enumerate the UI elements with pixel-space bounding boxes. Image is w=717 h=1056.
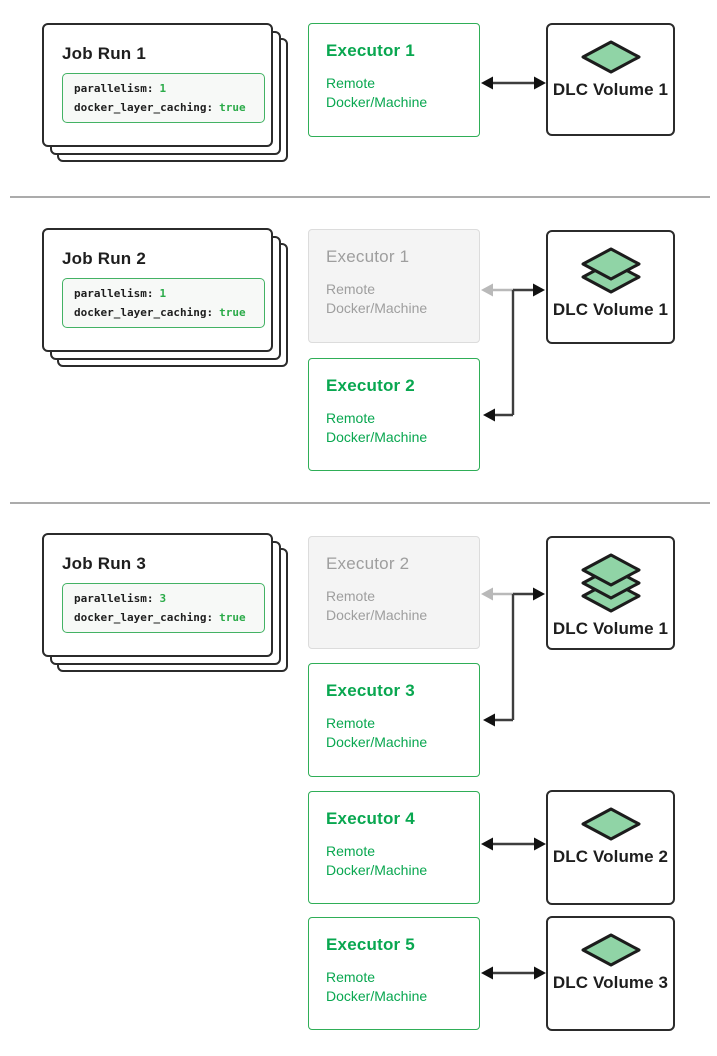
- branch-connector-arrow-icon: [481, 283, 545, 422]
- config-value: 1: [159, 82, 167, 95]
- bidirectional-arrow-icon: [481, 837, 546, 851]
- job-run-card: Job Run 3 parallelism: 3 docker_layer_cac…: [42, 533, 273, 657]
- job-run-card-stack: Job Run 3 parallelism: 3 docker_layer_cac…: [42, 533, 288, 672]
- executor-box-1: Executor 1 Remote Docker/Machine: [308, 23, 480, 137]
- dlc-volume-label: DLC Volume 1: [552, 619, 669, 638]
- executor-title: Executor 4: [326, 809, 415, 828]
- executor-title: Executor 2: [326, 554, 410, 573]
- executor-box-4: Executor 4 Remote Docker/Machine: [308, 791, 480, 904]
- branch-connector-arrow-icon: [481, 587, 545, 727]
- config-key: docker_layer_caching:: [74, 611, 214, 624]
- config-key: parallelism:: [74, 592, 154, 605]
- executor-subtitle-line: Docker/Machine: [326, 734, 428, 750]
- config-value: 3: [159, 592, 167, 605]
- executor-subtitle: Remote Docker/Machine: [326, 74, 465, 112]
- executor-subtitle-line: Remote: [326, 843, 376, 859]
- job-run-card: Job Run 1 parallelism: 1 docker_layer_cac…: [42, 23, 273, 147]
- executor-subtitle: Remote Docker/Machine: [326, 409, 465, 447]
- executor-subtitle: Remote Docker/Machine: [326, 842, 465, 880]
- executor-subtitle-line: Docker/Machine: [326, 607, 428, 623]
- section-divider: [10, 196, 710, 198]
- dlc-volume-box: DLC Volume 1: [546, 230, 675, 344]
- executor-subtitle-line: Remote: [326, 588, 376, 604]
- executor-title: Executor 1: [326, 247, 410, 266]
- config-line: docker_layer_caching: true: [74, 303, 253, 322]
- executor-subtitle-line: Docker/Machine: [326, 429, 428, 445]
- dlc-layers-icon: [580, 39, 642, 75]
- job-run-title: Job Run 2: [62, 249, 146, 268]
- executor-subtitle-line: Remote: [326, 969, 376, 985]
- config-line: docker_layer_caching: true: [74, 98, 253, 117]
- job-run-card: Job Run 2 parallelism: 1 docker_layer_cac…: [42, 228, 273, 352]
- dlc-volume-label: DLC Volume 2: [552, 847, 669, 866]
- dlc-layers-icon: [580, 552, 642, 614]
- executor-box-5: Executor 5 Remote Docker/Machine: [308, 917, 480, 1030]
- executor-subtitle-line: Docker/Machine: [326, 300, 428, 316]
- config-key: parallelism:: [74, 287, 154, 300]
- dlc-volume-label: DLC Volume 1: [552, 300, 669, 319]
- executor-subtitle: Remote Docker/Machine: [326, 714, 465, 752]
- executor-subtitle-line: Docker/Machine: [326, 862, 428, 878]
- executor-title: Executor 5: [326, 935, 415, 954]
- executor-subtitle-line: Remote: [326, 281, 376, 297]
- config-line: parallelism: 1: [74, 284, 253, 303]
- executor-box-1-inactive: Executor 1 Remote Docker/Machine: [308, 229, 480, 343]
- executor-subtitle-line: Remote: [326, 715, 376, 731]
- executor-subtitle-line: Docker/Machine: [326, 94, 428, 110]
- executor-subtitle: Remote Docker/Machine: [326, 968, 465, 1006]
- executor-subtitle-line: Remote: [326, 75, 376, 91]
- config-value: true: [219, 101, 246, 114]
- executor-title: Executor 1: [326, 41, 415, 60]
- config-code-block: parallelism: 3 docker_layer_caching: true: [62, 583, 265, 633]
- executor-subtitle: Remote Docker/Machine: [326, 587, 465, 625]
- config-key: docker_layer_caching:: [74, 306, 214, 319]
- config-code-block: parallelism: 1 docker_layer_caching: true: [62, 278, 265, 328]
- config-value: true: [219, 611, 246, 624]
- executor-subtitle: Remote Docker/Machine: [326, 280, 465, 318]
- executor-title: Executor 3: [326, 681, 415, 700]
- dlc-volume-box: DLC Volume 2: [546, 790, 675, 905]
- dlc-volume-box: DLC Volume 3: [546, 916, 675, 1031]
- dlc-layers-icon: [580, 246, 642, 295]
- executor-box-2: Executor 2 Remote Docker/Machine: [308, 358, 480, 471]
- bidirectional-arrow-icon: [481, 966, 546, 980]
- config-code-block: parallelism: 1 docker_layer_caching: true: [62, 73, 265, 123]
- dlc-layers-icon: [580, 932, 642, 968]
- job-run-title: Job Run 1: [62, 44, 146, 63]
- dlc-volume-box: DLC Volume 1: [546, 536, 675, 650]
- job-run-title: Job Run 3: [62, 554, 146, 573]
- executor-box-3: Executor 3 Remote Docker/Machine: [308, 663, 480, 777]
- dlc-volume-box: DLC Volume 1: [546, 23, 675, 136]
- config-value: true: [219, 306, 246, 319]
- executor-subtitle-line: Remote: [326, 410, 376, 426]
- config-key: parallelism:: [74, 82, 154, 95]
- bidirectional-arrow-icon: [481, 76, 546, 90]
- job-run-card-stack: Job Run 1 parallelism: 1 docker_layer_cac…: [42, 23, 288, 162]
- config-key: docker_layer_caching:: [74, 101, 214, 114]
- config-line: parallelism: 3: [74, 589, 253, 608]
- executor-title: Executor 2: [326, 376, 415, 395]
- executor-box-2-inactive: Executor 2 Remote Docker/Machine: [308, 536, 480, 649]
- config-value: 1: [159, 287, 167, 300]
- dlc-volume-label: DLC Volume 1: [552, 80, 669, 99]
- executor-subtitle-line: Docker/Machine: [326, 988, 428, 1004]
- dlc-volume-label: DLC Volume 3: [552, 973, 669, 992]
- config-line: docker_layer_caching: true: [74, 608, 253, 627]
- dlc-layers-icon: [580, 806, 642, 842]
- job-run-card-stack: Job Run 2 parallelism: 1 docker_layer_cac…: [42, 228, 288, 367]
- config-line: parallelism: 1: [74, 79, 253, 98]
- section-divider: [10, 502, 710, 504]
